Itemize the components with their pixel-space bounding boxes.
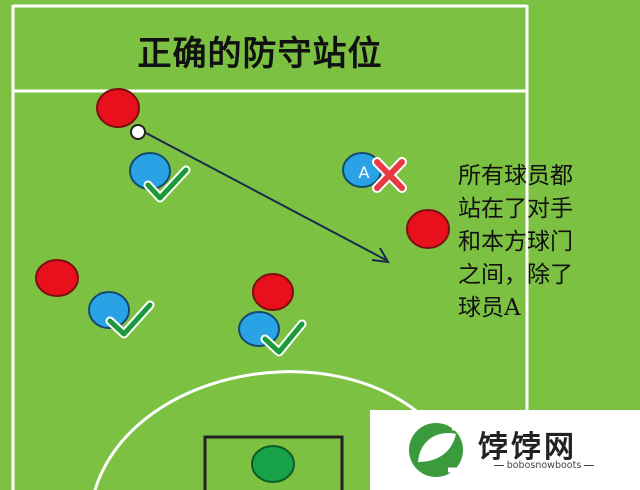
check-icon [262,321,305,355]
attacker-4 [252,273,294,311]
arrow-head [371,247,390,264]
pass-arrow [145,132,387,261]
attacker-1 [96,88,140,128]
attacker-3 [35,259,79,297]
diagram-title: 正确的防守站位 [137,34,383,74]
goalkeeper [251,445,295,483]
note-line: 站在了对手 [458,196,573,222]
attacker-2 [406,209,450,249]
cross-icon [374,159,405,191]
defender-2 [88,291,130,329]
watermark-sub: bobosnowboots [478,460,610,471]
goal-box [203,435,344,490]
leaf-icon [418,433,456,462]
explanation-note: 所有球员都 站在了对手 和本方球门 之间，除了 球员A [458,160,618,325]
player-a-label: A [359,163,370,182]
note-line: 所有球员都 [458,163,573,189]
note-line: 球员A [458,295,521,321]
ball [130,124,146,140]
note-line: 之间，除了 [458,262,573,288]
check-icon [145,167,189,201]
note-line: 和本方球门 [458,229,573,255]
check-icon [107,302,153,337]
logo-letter-icon [448,425,482,473]
